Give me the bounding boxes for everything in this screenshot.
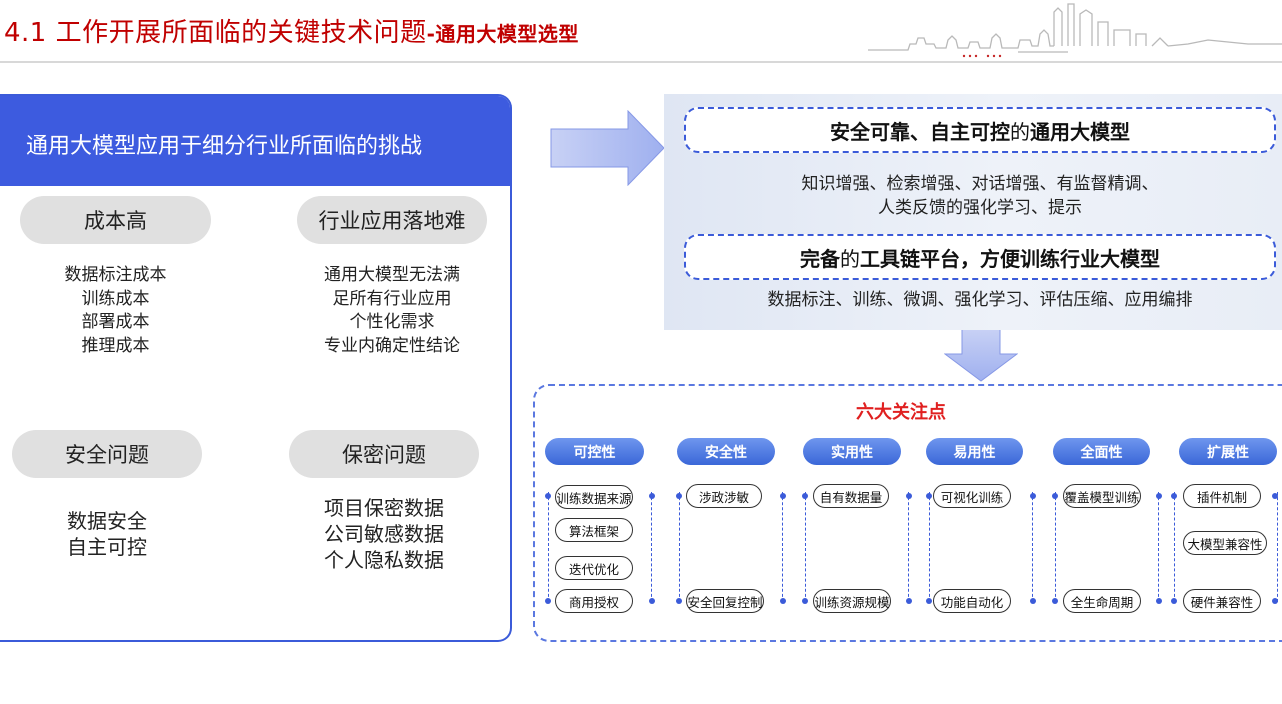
city-skyline-image (868, 3, 1282, 58)
focus-chip: 训练数据来源 (555, 485, 633, 509)
page-title: 4.1 工作开展所面临的关键技术问题-通用大模型选型 (4, 12, 579, 49)
right-arrow-icon (550, 110, 665, 186)
challenge-list-industry: 通用大模型无法满 足所有行业应用 个性化需求 专业内确定性结论 (297, 264, 487, 358)
general-model-label-a: 安全可靠、自主可控 (830, 119, 1010, 144)
general-model-desc-line: 人类反馈的强化学习、提示 (878, 198, 1082, 218)
focus-category-security: 安全性 (677, 438, 775, 465)
general-model-label-b: 的 (1010, 119, 1030, 144)
connector-dot (926, 598, 932, 604)
connector-dot (906, 493, 912, 499)
connector-dot (1030, 493, 1036, 499)
focus-chip: 自有数据量 (813, 484, 889, 508)
list-item: 部署成本 (81, 312, 150, 332)
connector-dot (1156, 493, 1162, 499)
challenge-pill-cost: 成本高 (20, 196, 211, 244)
connector-dot (1171, 598, 1177, 604)
challenges-panel: 通用大模型应用于细分行业所面临的挑战 (0, 94, 512, 642)
general-model-desc: 知识增强、检索增强、对话增强、有监督精调、 人类反馈的强化学习、提示 (684, 172, 1276, 220)
connector-dot (649, 493, 655, 499)
connector-dot (1171, 493, 1177, 499)
list-item: 训练成本 (81, 288, 150, 309)
challenge-list-confidential: 项目保密数据 公司敏感数据 个人隐私数据 (289, 495, 479, 573)
connector-dot (1052, 598, 1058, 604)
focus-category-controllability: 可控性 (545, 438, 644, 465)
connector-dot (545, 598, 551, 604)
list-item: 公司敏感数据 (324, 522, 444, 546)
focus-points-title: 六大关注点 (856, 402, 946, 423)
connector-dot (802, 493, 808, 499)
connector-dot (1156, 598, 1162, 604)
focus-chip: 商用授权 (555, 589, 633, 613)
focus-column-frame (929, 492, 1033, 602)
connector-dot (1030, 598, 1036, 604)
challenges-header: 通用大模型应用于细分行业所面临的挑战 (0, 96, 510, 186)
focus-column-frame (679, 492, 783, 602)
list-item: 专业内确定性结论 (324, 335, 460, 356)
list-item: 项目保密数据 (324, 496, 444, 520)
focus-column-frame (548, 492, 652, 602)
focus-chip: 可视化训练 (933, 484, 1011, 508)
focus-category-extensibility: 扩展性 (1179, 438, 1277, 465)
connector-dot (1272, 598, 1278, 604)
list-item: 个性化需求 (349, 312, 435, 332)
focus-category-completeness: 全面性 (1053, 438, 1150, 465)
connector-dot (676, 493, 682, 499)
page-title-sub: -通用大模型选型 (426, 22, 579, 46)
list-item: 个人隐私数据 (324, 548, 444, 572)
list-item: 通用大模型无法满 (324, 265, 460, 285)
focus-chip: 迭代优化 (555, 556, 633, 580)
connector-dot (802, 598, 808, 604)
connector-dot (1272, 493, 1278, 499)
challenge-list-cost: 数据标注成本 训练成本 部署成本 推理成本 (20, 264, 211, 358)
focus-chip: 覆盖模型训练 (1063, 484, 1141, 508)
connector-dot (649, 598, 655, 604)
connector-dot (545, 493, 551, 499)
challenge-list-security: 数据安全 自主可控 (12, 508, 202, 560)
challenges-heading: 通用大模型应用于细分行业所面临的挑战 (26, 134, 423, 159)
connector-dot (780, 598, 786, 604)
general-model-box: 安全可靠、自主可控的通用大模型 (684, 107, 1276, 153)
general-model-label-c: 通用大模型 (1030, 119, 1130, 144)
list-item: 数据安全 (67, 509, 147, 533)
focus-chip: 硬件兼容性 (1183, 589, 1261, 613)
focus-chip: 安全回复控制 (686, 589, 764, 613)
focus-column-frame (1174, 492, 1278, 602)
connector-dot (676, 598, 682, 604)
toolchain-desc: 数据标注、训练、微调、强化学习、评估压缩、应用编排 (767, 290, 1193, 310)
connector-dot (926, 493, 932, 499)
toolchain-label-b: 的 (840, 246, 860, 271)
challenge-pill-security: 安全问题 (12, 430, 202, 478)
header-divider (0, 61, 1282, 63)
general-model-desc-line: 知识增强、检索增强、对话增强、有监督精调、 (801, 174, 1159, 194)
connector-dot (780, 493, 786, 499)
challenge-pill-confidential: 保密问题 (289, 430, 479, 478)
down-arrow-icon (944, 328, 1018, 382)
connector-dot (1052, 493, 1058, 499)
focus-column-frame (1055, 492, 1159, 602)
list-item: 数据标注成本 (64, 265, 167, 285)
focus-chip: 功能自动化 (933, 589, 1011, 613)
focus-chip: 全生命周期 (1063, 589, 1141, 613)
toolchain-box: 完备的工具链平台，方便训练行业大模型 (684, 234, 1276, 280)
toolchain-label-c: 工具链平台，方便训练行业大模型 (860, 246, 1160, 271)
list-item: 推理成本 (81, 335, 150, 356)
toolchain-label-a: 完备 (800, 246, 840, 271)
focus-chip: 算法框架 (555, 518, 633, 542)
focus-category-practicality: 实用性 (803, 438, 901, 465)
focus-chip: 插件机制 (1183, 484, 1261, 508)
focus-chip: 涉政涉敏 (686, 484, 762, 508)
list-item: 自主可控 (67, 535, 147, 559)
focus-category-usability: 易用性 (926, 438, 1023, 465)
page-title-main: 4.1 工作开展所面临的关键技术问题 (4, 18, 427, 48)
list-item: 足所有行业应用 (332, 288, 452, 309)
connector-dot (906, 598, 912, 604)
focus-column-frame (805, 492, 909, 602)
challenge-pill-industry: 行业应用落地难 (297, 196, 487, 244)
focus-chip: 大模型兼容性 (1183, 531, 1267, 555)
focus-chip: 训练资源规模 (813, 589, 891, 613)
